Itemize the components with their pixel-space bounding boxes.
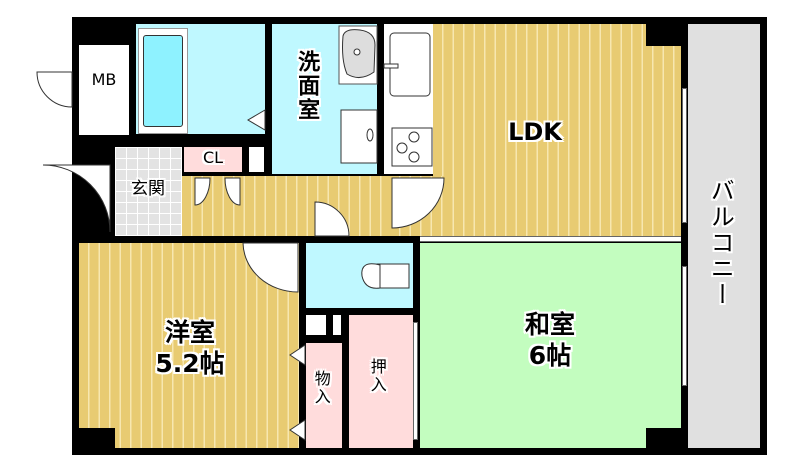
western-room-label: 洋室 [164, 318, 215, 347]
japanese-room-label: 和室 [524, 310, 575, 339]
balcony [688, 24, 760, 448]
ldk-label: LDK [508, 118, 562, 146]
toilet-icon [361, 263, 410, 289]
western-room [79, 243, 299, 448]
oshiire [349, 315, 413, 448]
closet-side [249, 147, 264, 172]
door-swings [36, 71, 445, 441]
bathtub-icon [143, 35, 183, 127]
closet [184, 147, 242, 172]
oshiire-label: 押入 [367, 358, 387, 394]
pipe-space-2 [333, 315, 341, 335]
closet-label: CL [202, 148, 224, 167]
western-pillar [72, 428, 115, 455]
washroom-label: 洗面室 [294, 50, 320, 122]
western-room-size: 5.2帖 [155, 349, 225, 378]
mb-label: MB [91, 70, 117, 89]
washing-machine-icon [340, 109, 378, 164]
entrance-label: 玄関 [131, 179, 165, 199]
entrance [115, 147, 182, 236]
sliding-partition [420, 236, 681, 242]
japanese-window [682, 266, 687, 386]
japanese-pillar [646, 428, 688, 455]
ldk-window [682, 88, 687, 223]
storage [306, 343, 342, 448]
hallway [182, 176, 390, 236]
storage-label: 物入 [311, 370, 331, 406]
oshiire-door [413, 322, 418, 440]
stove-icon [391, 127, 433, 167]
japanese-room [420, 243, 681, 448]
balcony-label: バルコニー [706, 178, 735, 308]
ldk-pillar [646, 17, 688, 46]
meter-box [79, 45, 129, 135]
kitchen-sink-icon [383, 32, 431, 97]
ldk-floor [433, 24, 681, 236]
japanese-room-size: 6帖 [528, 341, 572, 370]
pipe-space [306, 315, 326, 335]
sink-icon [338, 25, 378, 85]
